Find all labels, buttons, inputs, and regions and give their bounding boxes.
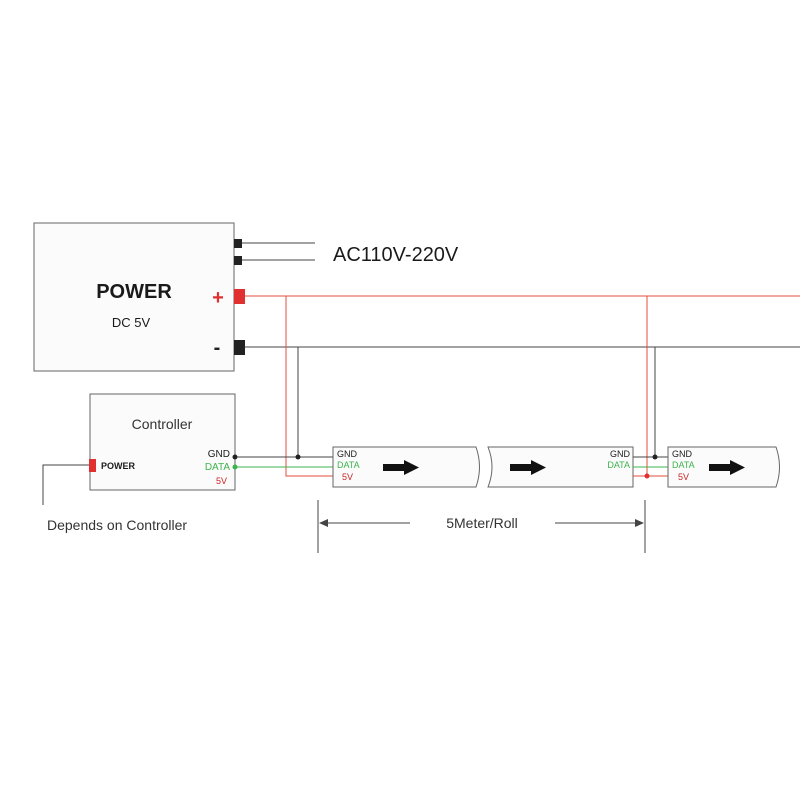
controller-box — [89, 393, 236, 491]
strip-2-pin-gnd: GND — [610, 449, 631, 459]
strip-3-pin-gnd: GND — [672, 449, 693, 459]
controller-pin-5v: 5V — [216, 476, 227, 486]
ac-input-label: AC110V-220V — [333, 244, 459, 266]
power-supply-voltage: DC 5V — [112, 315, 151, 330]
length-dimension: 5Meter/Roll — [317, 500, 646, 553]
led-strip-2: GND DATA — [487, 446, 634, 488]
controller-power-label: POWER — [101, 461, 136, 471]
controller-gnd-node — [232, 454, 238, 460]
power-bus — [245, 295, 800, 477]
dimension-arrowhead-right — [635, 519, 644, 527]
power-supply-box — [33, 222, 235, 372]
ac-terminal-2 — [234, 256, 242, 265]
strip-1-direction-arrow — [383, 460, 419, 475]
controller-power-terminal — [89, 459, 96, 472]
led-strip-3: GND DATA 5V — [667, 446, 780, 488]
minus-sign: - — [214, 337, 221, 359]
controller-power-lead — [42, 464, 89, 505]
strip-junction — [633, 454, 668, 479]
strip-3-direction-arrow — [709, 460, 745, 475]
strip-3-pin-data: DATA — [672, 460, 695, 470]
positive-drop-strip-1 — [285, 296, 333, 477]
gnd-junction-node — [295, 454, 301, 460]
plus-terminal — [234, 289, 245, 304]
strip-1-pin-data: DATA — [337, 460, 360, 470]
dimension-label: 5Meter/Roll — [446, 515, 518, 531]
strip-1-pin-gnd: GND — [337, 449, 358, 459]
junction-gnd-node — [652, 454, 658, 460]
strip-2-direction-arrow — [510, 460, 546, 475]
controller-data-node — [232, 464, 238, 470]
controller-title: Controller — [132, 416, 193, 432]
strip-1-pin-5v: 5V — [342, 472, 353, 482]
power-supply: POWER DC 5V + - — [33, 222, 245, 372]
controller-pin-data: DATA — [205, 462, 231, 473]
dimension-arrowhead-left — [319, 519, 328, 527]
ac-terminal-1 — [234, 239, 242, 248]
controller-output-wires — [237, 454, 333, 468]
led-strip-2-body — [487, 446, 634, 488]
controller-pin-gnd: GND — [208, 449, 230, 460]
minus-terminal — [234, 340, 245, 355]
junction-5v-node — [644, 473, 650, 479]
controller-power-note: Depends on Controller — [47, 517, 187, 533]
controller: Controller POWER GND DATA 5V — [42, 393, 238, 505]
strip-2-pin-data: DATA — [607, 460, 630, 470]
power-supply-title: POWER — [96, 281, 172, 303]
ac-input: AC110V-220V — [242, 242, 459, 266]
led-strip-1: GND DATA 5V — [332, 446, 480, 488]
plus-sign: + — [212, 287, 224, 309]
strip-3-pin-5v: 5V — [678, 472, 689, 482]
